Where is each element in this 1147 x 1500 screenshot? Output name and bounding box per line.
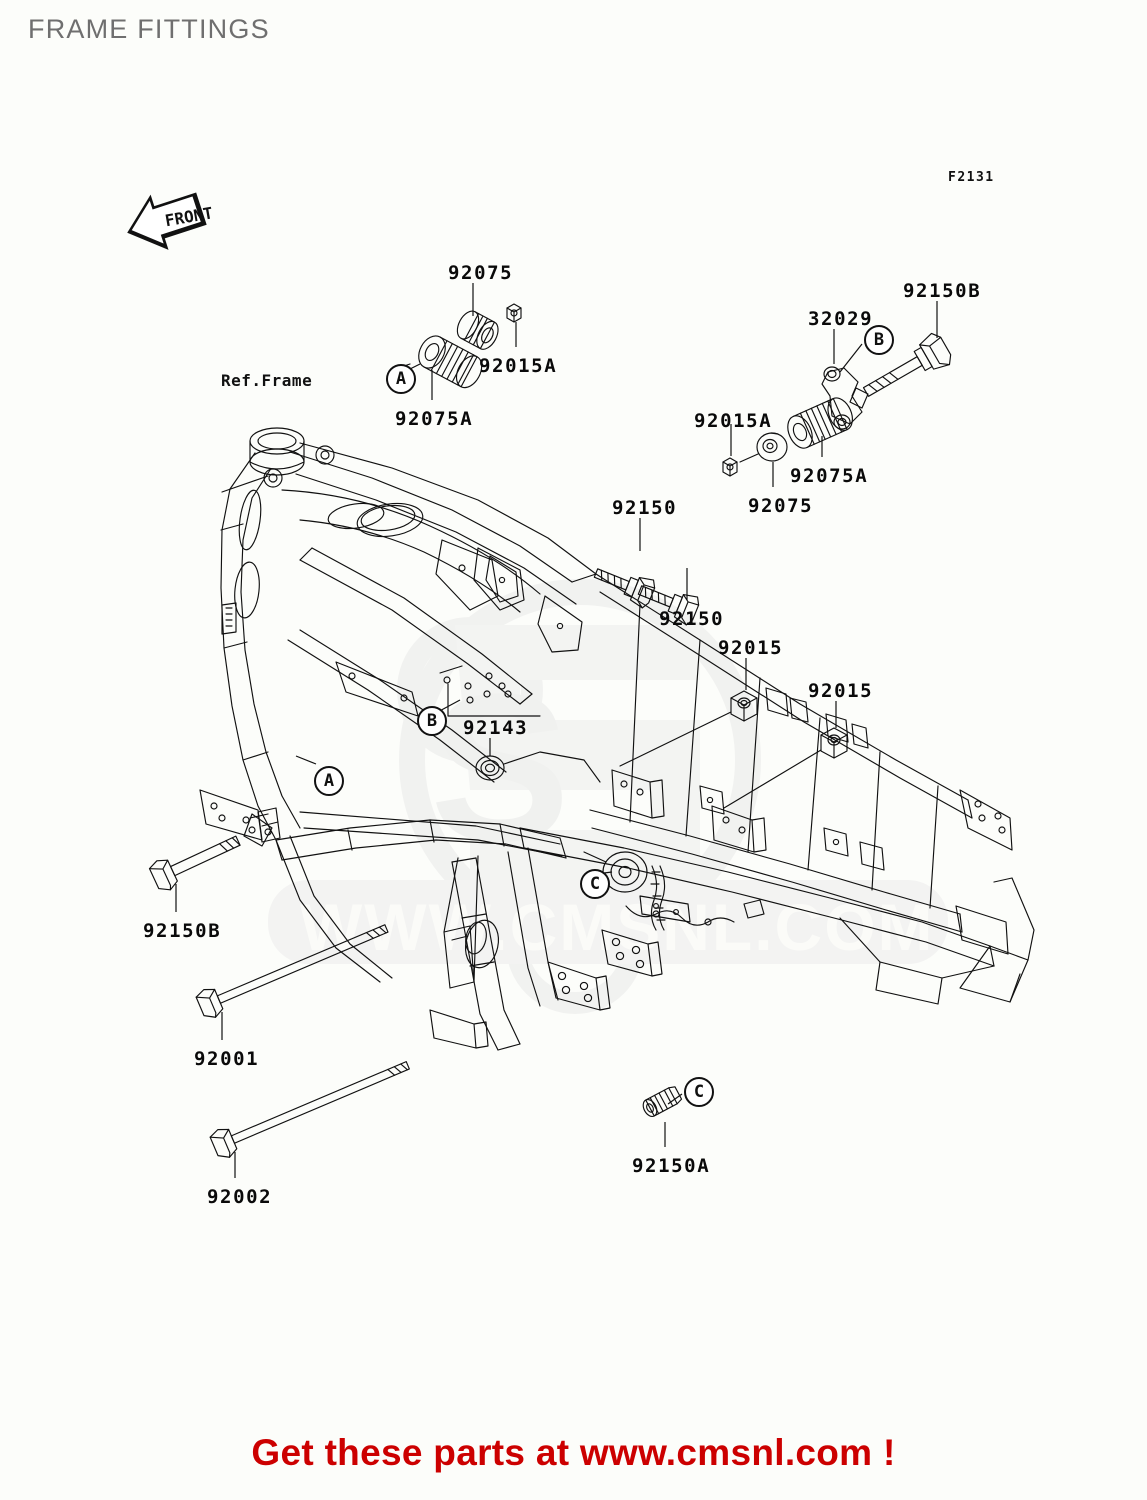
marker-a-4[interactable]: A	[314, 766, 344, 796]
leader-lines	[175, 283, 938, 1178]
marker-b-3[interactable]: B	[417, 706, 447, 736]
part-number-92015[interactable]: 92015	[808, 680, 874, 702]
part-number-92150[interactable]: 92150	[659, 608, 725, 630]
part-number-92075[interactable]: 92075	[448, 262, 514, 284]
part-number-92150b[interactable]: 92150B	[903, 280, 982, 302]
page-title: FRAME FITTINGS	[28, 14, 270, 44]
front-direction-arrow-icon: FRONT	[127, 192, 214, 250]
part-number-92075a[interactable]: 92075A	[395, 408, 474, 430]
marker-c-5[interactable]: C	[580, 869, 610, 899]
part-number-92001[interactable]: 92001	[194, 1048, 260, 1070]
ref-frame-label: Ref.Frame	[221, 371, 313, 390]
part-number-92150b[interactable]: 92150B	[143, 920, 222, 942]
part-number-92002[interactable]: 92002	[207, 1186, 273, 1208]
sheet-code: F2131	[948, 170, 995, 185]
part-number-92015a[interactable]: 92015A	[479, 355, 558, 377]
watermark-url-text: WWW.CMSNL.COM	[300, 890, 935, 964]
part-number-92015a[interactable]: 92015A	[694, 410, 773, 432]
part-number-92075a[interactable]: 92075A	[790, 465, 869, 487]
part-number-92143[interactable]: 92143	[463, 717, 529, 739]
marker-c-6[interactable]: C	[684, 1077, 714, 1107]
marker-a-1[interactable]: A	[386, 364, 416, 394]
footer-cta[interactable]: Get these parts at www.cmsnl.com !	[251, 1432, 896, 1473]
part-number-92150[interactable]: 92150	[612, 497, 678, 519]
part-number-92015[interactable]: 92015	[718, 637, 784, 659]
marker-b-2[interactable]: B	[864, 325, 894, 355]
part-number-92150a[interactable]: 92150A	[632, 1155, 711, 1177]
part-number-92075[interactable]: 92075	[748, 495, 814, 517]
part-number-32029[interactable]: 32029	[808, 308, 874, 330]
